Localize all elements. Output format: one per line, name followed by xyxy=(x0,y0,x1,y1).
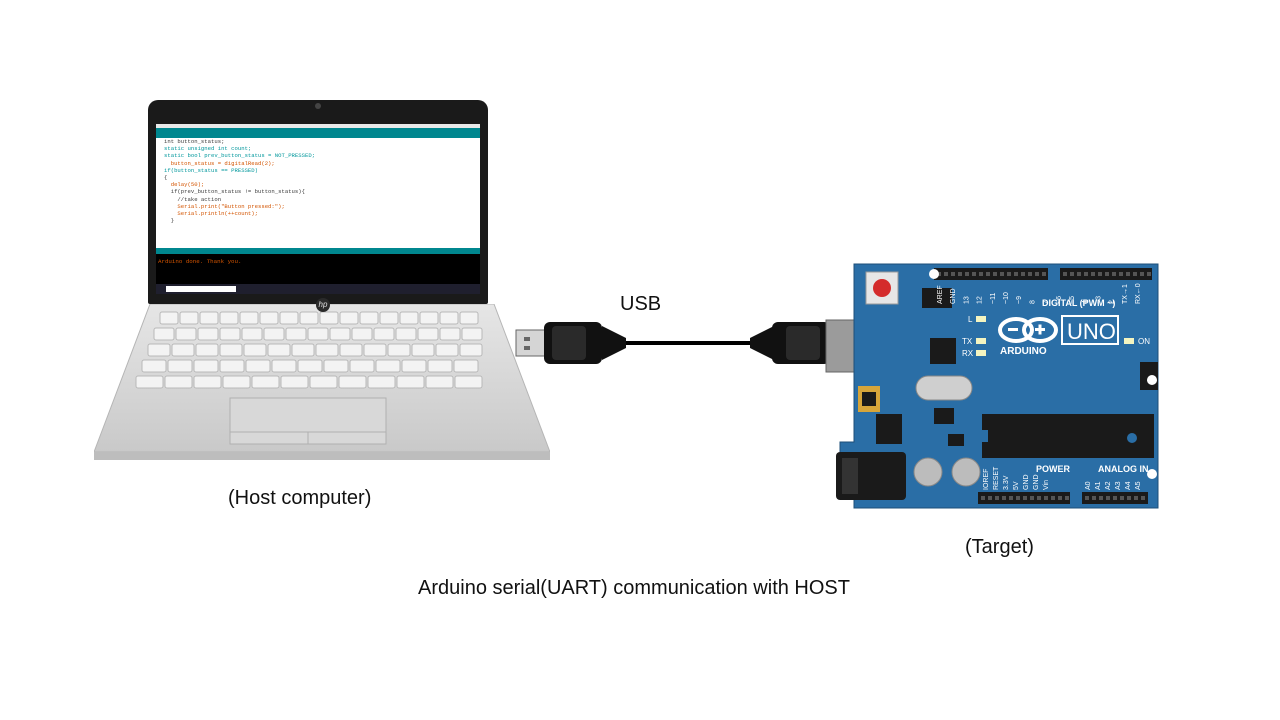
code-line: Serial.print("Button pressed:"); xyxy=(164,202,285,210)
analog-label: ANALOG IN xyxy=(1098,464,1149,474)
code-line: //take action xyxy=(164,195,222,203)
on-led-label: ON xyxy=(1138,337,1150,346)
icsp-header xyxy=(922,288,952,308)
arduino-logo-icon xyxy=(998,317,1058,343)
pin-label: A0 xyxy=(1085,481,1092,490)
pin-label: 5V xyxy=(1013,481,1020,490)
pin-label: 13 xyxy=(963,296,970,304)
pin-label: TX→1 xyxy=(1122,284,1129,304)
capacitor-1 xyxy=(913,457,943,487)
taskbar-search xyxy=(166,286,236,292)
pin-label: RX←0 xyxy=(1135,283,1142,304)
pin-label: ~10 xyxy=(1003,292,1010,304)
usb-label: USB xyxy=(620,293,662,315)
laptop-base xyxy=(93,303,551,462)
os-taskbar xyxy=(156,284,480,294)
pin-label: Vin xyxy=(1043,480,1050,490)
pin-label: GND xyxy=(1033,474,1040,490)
pin-label: ~9 xyxy=(1016,296,1023,304)
pin-label: 7 xyxy=(1043,300,1050,304)
arduino-brand: ARDUINO xyxy=(1000,346,1047,357)
code-line: int button_status; xyxy=(164,138,225,145)
ide-status-bar xyxy=(156,248,480,254)
code-line: static unsigned int count; xyxy=(164,145,252,153)
ide-console: Arduino done. Thank you. xyxy=(156,254,480,284)
hp-logo-icon: hp xyxy=(316,298,330,312)
code-line: button_status = digitalRead(2); xyxy=(164,159,275,167)
laptop: int button_status;static unsigned int co… xyxy=(93,100,551,462)
pin-label: A1 xyxy=(1095,481,1102,490)
code-line: if(button_status == PRESSED) xyxy=(164,166,258,174)
pin-label: 4 xyxy=(1082,300,1089,304)
pin-label: A2 xyxy=(1105,481,1112,490)
atmega-chip xyxy=(982,414,1154,458)
diagram-caption: Arduino serial(UART) communication with … xyxy=(418,577,850,599)
usb-a-plug xyxy=(515,329,547,357)
pin-label: GND xyxy=(1023,474,1030,490)
code-editor: int button_status;static unsigned int co… xyxy=(156,138,480,248)
laptop-screen-bezel: int button_status;static unsigned int co… xyxy=(148,100,488,304)
usb-serial-chip xyxy=(930,338,956,364)
pin-label: 3.3V xyxy=(1003,475,1010,490)
led-tx-label: TX xyxy=(962,337,973,346)
laptop-screen: int button_status;static unsigned int co… xyxy=(156,124,480,294)
code-line: static bool prev_button_status = NOT_PRE… xyxy=(164,152,316,160)
pin-label: A5 xyxy=(1135,481,1142,490)
pin-label: ~5 xyxy=(1069,296,1076,304)
ide-titlebar xyxy=(156,124,480,128)
target-label: (Target) xyxy=(965,536,1034,558)
pin-label: GND xyxy=(950,288,957,304)
code-line: delay(50); xyxy=(164,181,205,189)
pin-label: 12 xyxy=(977,296,984,304)
power-label: POWER xyxy=(1036,464,1071,474)
pin-label: A3 xyxy=(1115,481,1122,490)
pin-label: 2 xyxy=(1109,300,1116,304)
digital-header-left xyxy=(934,268,1048,280)
pin-label: AREF xyxy=(937,285,944,304)
board-model: UNO xyxy=(1067,319,1116,344)
led-l-label: L xyxy=(968,315,973,324)
webcam-icon xyxy=(315,103,321,109)
led-rx-label: RX xyxy=(962,349,974,358)
pin-label: ~3 xyxy=(1095,296,1102,304)
pin-label: RESET xyxy=(993,466,1000,490)
crystal-oscillator xyxy=(915,375,973,401)
pin-label: IOREF xyxy=(983,469,990,490)
code-line: } xyxy=(164,217,175,225)
digital-label: DIGITAL (PWM ~) xyxy=(1042,298,1115,308)
code-line: if(prev_button_status != button_status){ xyxy=(164,188,305,196)
pin-label: ~6 xyxy=(1056,296,1063,304)
host-computer-label: (Host computer) xyxy=(228,487,372,509)
pin-label: A4 xyxy=(1125,481,1132,490)
pin-label: ~11 xyxy=(990,293,997,304)
laptop-keyboard-deck xyxy=(93,303,551,460)
capacitor-2 xyxy=(951,457,981,487)
code-line: Serial.println(++count); xyxy=(164,210,258,218)
pin-label: 8 xyxy=(1029,300,1036,304)
code-line: { xyxy=(164,174,168,182)
arduino-uno-board: AREF GND 13 12 ~11 ~10 ~9 8 7 ~6 ~5 4 ~3 2 TX→1 RX←0 DI… xyxy=(836,263,1159,509)
